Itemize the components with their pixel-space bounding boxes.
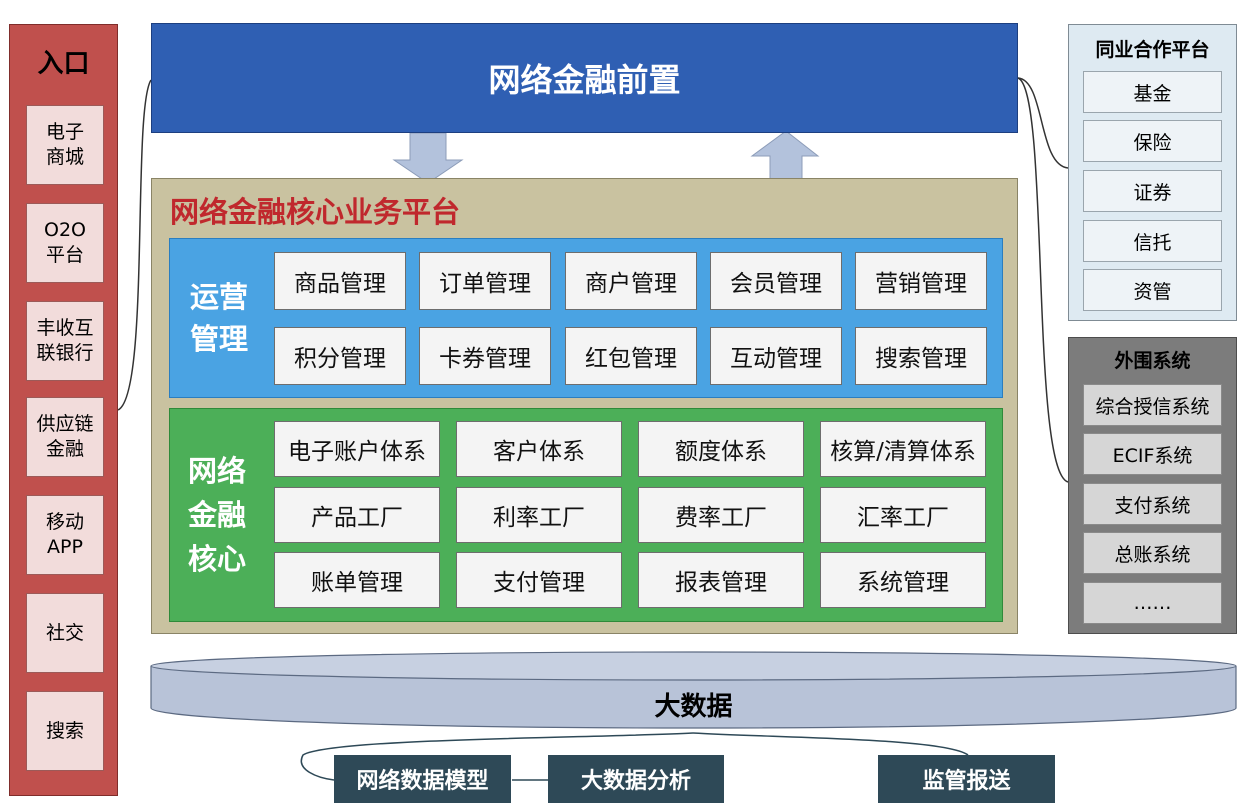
core-title: 网络金融核心业务平台 [170, 195, 461, 229]
fin-core-section: 网络 金融 核心 电子账户体系 客户体系 额度体系 核算/清算体系 产品工厂 利… [169, 408, 1003, 622]
entry-connector [117, 79, 152, 411]
ops-section: 运营 管理 商品管理 订单管理 商户管理 会员管理 营销管理 积分管理 卡券管理… [169, 238, 1003, 398]
fin-item[interactable]: 电子账户体系 [274, 421, 440, 477]
partner-item[interactable]: 基金 [1083, 71, 1222, 113]
fin-item[interactable]: 报表管理 [638, 552, 804, 608]
peripheral-title: 外围系统 [1114, 350, 1191, 372]
core-platform: 网络金融核心业务平台 运营 管理 商品管理 订单管理 商户管理 会员管理 营销管… [151, 178, 1018, 634]
ops-item[interactable]: 卡券管理 [419, 327, 551, 385]
entry-item[interactable]: O2O 平台 [26, 203, 104, 283]
peripheral-item[interactable]: 总账系统 [1083, 532, 1222, 574]
fin-item[interactable]: 利率工厂 [456, 487, 622, 543]
entry-item[interactable]: 社交 [26, 593, 104, 673]
fin-core-label: 网络 金融 核心 [187, 454, 246, 576]
ops-item[interactable]: 商品管理 [274, 252, 406, 310]
ops-item[interactable]: 会员管理 [710, 252, 842, 310]
partner-title: 同业合作平台 [1095, 39, 1210, 61]
ops-item[interactable]: 互动管理 [710, 327, 842, 385]
ops-label: 运营 管理 [189, 280, 248, 356]
peripheral-item[interactable]: ECIF系统 [1083, 433, 1222, 475]
bottom-item-regulatory-report[interactable]: 监管报送 [878, 755, 1055, 803]
fin-item[interactable]: 账单管理 [274, 552, 440, 608]
entry-item[interactable]: 供应链 金融 [26, 397, 104, 477]
ops-item[interactable]: 订单管理 [419, 252, 551, 310]
fin-item[interactable]: 客户体系 [456, 421, 622, 477]
ops-item[interactable]: 搜索管理 [855, 327, 987, 385]
partner-item[interactable]: 资管 [1083, 269, 1222, 311]
bottom-item-data-model[interactable]: 网络数据模型 [334, 755, 511, 803]
fin-item[interactable]: 支付管理 [456, 552, 622, 608]
partner-item[interactable]: 信托 [1083, 220, 1222, 262]
partner-item[interactable]: 证券 [1083, 170, 1222, 212]
entry-item[interactable]: 电子 商城 [26, 105, 104, 185]
fin-item[interactable]: 系统管理 [820, 552, 986, 608]
entry-panel: 入口 电子 商城 O2O 平台 丰收互 联银行 供应链 金融 移动 APP 社交… [9, 24, 118, 796]
fin-item[interactable]: 费率工厂 [638, 487, 804, 543]
peripheral-item[interactable]: 支付系统 [1083, 483, 1222, 525]
bottom-connector-right [692, 732, 969, 756]
entry-item[interactable]: 移动 APP [26, 495, 104, 575]
bottom-item-bigdata-analysis[interactable]: 大数据分析 [548, 755, 724, 803]
fin-item[interactable]: 额度体系 [638, 421, 804, 477]
bottom-connector-left [300, 732, 694, 781]
partner-item[interactable]: 保险 [1083, 120, 1222, 162]
ops-item[interactable]: 红包管理 [565, 327, 697, 385]
partner-connector [1017, 77, 1069, 169]
ops-item[interactable]: 营销管理 [855, 252, 987, 310]
ops-item[interactable]: 积分管理 [274, 327, 406, 385]
periph-connector [1017, 77, 1069, 483]
bigdata-label: 大数据 [654, 692, 733, 722]
bigdata-cylinder [150, 651, 1237, 729]
partner-panel: 同业合作平台 基金 保险 证券 信托 资管 [1068, 24, 1237, 321]
fin-item[interactable]: 产品工厂 [274, 487, 440, 543]
fin-item[interactable]: 核算/清算体系 [820, 421, 986, 477]
front-banner: 网络金融前置 [151, 23, 1018, 133]
up-arrow [750, 130, 820, 182]
entry-item[interactable]: 搜索 [26, 691, 104, 771]
ops-item[interactable]: 商户管理 [565, 252, 697, 310]
entry-item[interactable]: 丰收互 联银行 [26, 301, 104, 381]
peripheral-panel: 外围系统 综合授信系统 ECIF系统 支付系统 总账系统 …… [1068, 337, 1237, 634]
entry-title: 入口 [37, 49, 90, 79]
peripheral-item[interactable]: 综合授信系统 [1083, 384, 1222, 426]
down-arrow [392, 132, 464, 184]
fin-item[interactable]: 汇率工厂 [820, 487, 986, 543]
peripheral-item[interactable]: …… [1083, 582, 1222, 624]
front-title: 网络金融前置 [488, 61, 681, 99]
